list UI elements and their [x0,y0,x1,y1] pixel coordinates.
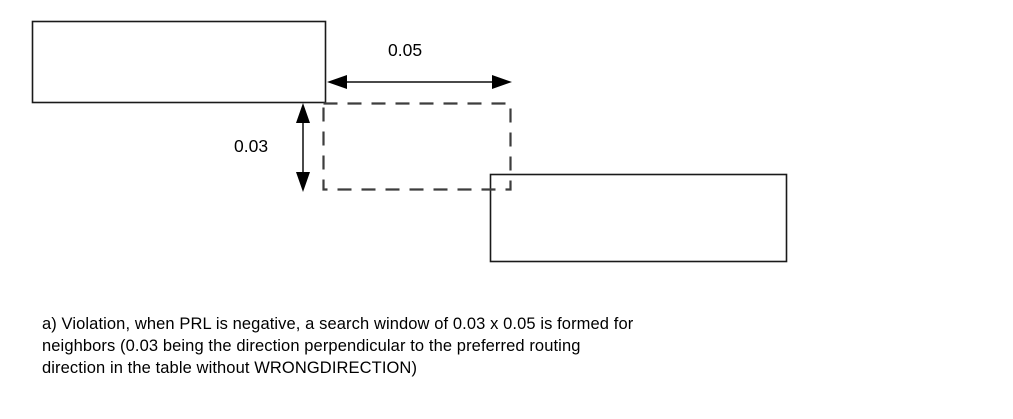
lower-metal-rectangle [489,173,788,263]
dimension-label-vertical: 0.03 [234,136,269,156]
arrowhead-left-icon [327,75,347,89]
dimension-arrow-horizontal [327,75,512,89]
arrowhead-down-icon [296,172,310,192]
caption-line-1: a) Violation, when PRL is negative, a se… [42,315,634,333]
dimension-label-horizontal: 0.05 [388,40,423,60]
search-window-dashed-rectangle [322,102,512,191]
dimension-arrow-vertical [296,103,310,192]
figure-caption: a) Violation, when PRL is negative, a se… [42,313,832,379]
caption-line-3: direction in the table without WRONGDIRE… [42,359,418,377]
caption-line-2: neighbors (0.03 being the direction perp… [42,337,581,355]
arrowhead-up-icon [296,103,310,123]
upper-metal-rectangle [31,20,327,104]
arrowhead-right-icon [492,75,512,89]
